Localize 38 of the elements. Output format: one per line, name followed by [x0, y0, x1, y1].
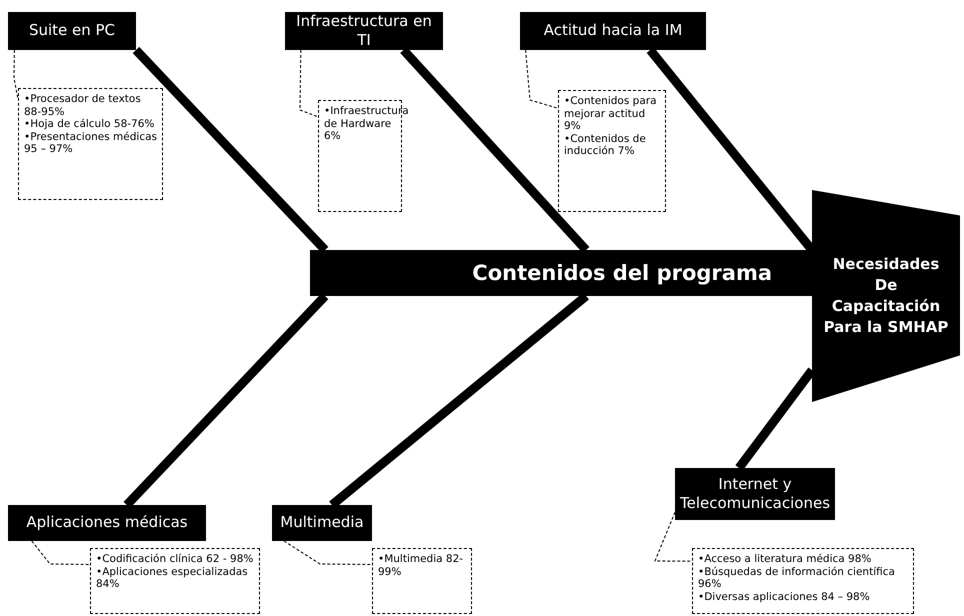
category-label: Actitud hacia la IM: [544, 21, 682, 41]
leader-line: [300, 50, 318, 118]
note-text: •Aplicaciones especializadas 84%: [96, 566, 249, 591]
note-box: [18, 88, 163, 200]
note-text: •Infraestructura de Hardware 6%: [324, 105, 409, 143]
leader-line: [284, 540, 372, 565]
category-box: [8, 505, 206, 541]
spine-label: Contenidos del programa: [472, 261, 772, 285]
note-text: •Procesador de textos 88-95%: [24, 93, 142, 118]
leader-line: [31, 540, 90, 565]
category-box: [272, 505, 372, 541]
category-label: Suite en PC: [28, 21, 116, 41]
note-text: •Codificación clínica 62 - 98%: [96, 553, 254, 566]
fish-head-shape: [812, 190, 960, 402]
note-box: [90, 548, 260, 614]
category-label: Multimedia: [280, 513, 364, 533]
leader-line: [14, 50, 18, 100]
note-text: •Diversas aplicaciones 84 – 98%: [698, 590, 870, 604]
note-box: [372, 548, 472, 614]
head-label: Necesidades De Capacitación Para la SMHAP: [822, 254, 950, 338]
note-text: •Búsquedas de información científica 96%: [698, 566, 896, 591]
note-text: •Multimedia 82-99%: [378, 553, 464, 578]
note-text: •Acceso a literatura médica 98%: [698, 553, 872, 566]
note-text: •Contenidos para mejorar actitud 9%: [564, 95, 658, 133]
note-box: [692, 548, 914, 614]
note-text: •Presentaciones médicas 95 – 97%: [24, 130, 157, 156]
note-text: •Hoja de cálculo 58-76%: [24, 118, 154, 131]
category-box: [8, 12, 136, 50]
note-box: [558, 90, 666, 212]
category-box: [520, 12, 706, 50]
note-text: •Contenidos de inducción 7%: [564, 132, 647, 158]
category-label: Internet y Telecomunicaciones: [680, 474, 830, 514]
category-box: [675, 468, 835, 520]
spine-bar: [310, 250, 812, 296]
category-label: Infraestructura en TI: [295, 12, 433, 50]
leader-line: [525, 50, 558, 109]
category-label: Aplicaciones médicas: [26, 513, 188, 533]
leader-line: [654, 512, 692, 562]
